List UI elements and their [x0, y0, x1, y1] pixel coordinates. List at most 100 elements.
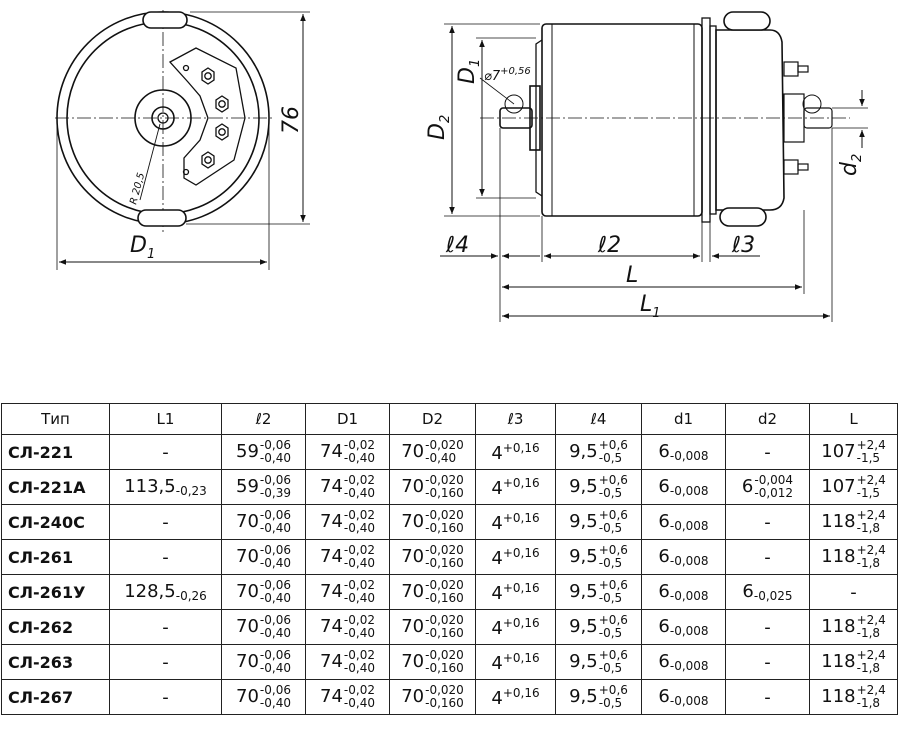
cell-L: 107+2,4-1,5	[809, 434, 898, 470]
tolerance-lower: -0,5	[598, 556, 623, 570]
front-shaft-side	[499, 107, 533, 129]
tolerance-lower: -0,40	[343, 626, 375, 640]
tolerance: -0,020-0,160	[425, 579, 464, 605]
cell-L1: -	[109, 609, 222, 645]
tolerance: -0,06-0,40	[260, 439, 291, 465]
cell-value: 118	[821, 616, 856, 637]
cell-d1: 6-0,008	[641, 609, 726, 645]
tolerance-upper: +2,4	[856, 648, 886, 662]
tolerance: -0,06-0,40	[260, 614, 291, 640]
cell-l3: 4+0,16	[475, 609, 556, 645]
tolerance-lower: -0,5	[598, 451, 623, 465]
rear-ring-1	[701, 17, 711, 223]
tolerance-lower: -0,5	[598, 626, 623, 640]
cell-L1: -	[109, 679, 222, 715]
cell-D2: 70-0,020-0,160	[389, 574, 476, 610]
tolerance-sup: +0,16	[502, 650, 540, 665]
cell-l3: 4+0,16	[475, 539, 556, 575]
cell-d2: 6-0,004-0,012	[725, 469, 810, 505]
cell-value: 70	[236, 546, 259, 567]
front-top-clamp	[142, 11, 188, 29]
tolerance-sup: +0,16	[502, 440, 540, 455]
cell-value: -	[162, 441, 169, 463]
tolerance-upper: -0,06	[259, 473, 291, 487]
cell-value: 6	[658, 546, 670, 567]
cell-type: СЛ-267	[1, 679, 110, 715]
cell-value: 59	[236, 441, 259, 462]
cell-value: -	[850, 581, 857, 603]
cell-l3: 4+0,16	[475, 504, 556, 540]
cell-type: СЛ-261У	[1, 574, 110, 610]
front-boss	[529, 85, 541, 151]
cell-D2: 70-0,020-0,40	[389, 434, 476, 470]
cell-value: 4	[491, 477, 503, 499]
cell-l3: 4+0,16	[475, 574, 556, 610]
cell-D2: 70-0,020-0,160	[389, 469, 476, 505]
cell-l2: 59-0,06-0,39	[221, 469, 306, 505]
tolerance-upper: -0,02	[343, 508, 375, 522]
cell-L1: -	[109, 434, 222, 470]
cell-value: 4	[491, 687, 503, 709]
cell-value: 74	[320, 511, 343, 532]
side-view	[440, 11, 868, 322]
terminal-nuts	[182, 64, 229, 176]
cell-l3: 4+0,16	[475, 469, 556, 505]
cell-L: -	[809, 574, 898, 610]
cell-D2: 70-0,020-0,160	[389, 504, 476, 540]
tolerance-upper: -0,02	[343, 578, 375, 592]
tolerance-lower: -0,39	[259, 486, 291, 500]
tolerance: -0,02-0,40	[344, 614, 375, 640]
cell-value: 6	[658, 476, 670, 497]
tolerance: -0,020-0,160	[425, 684, 464, 710]
cell-type: СЛ-221А	[1, 469, 110, 505]
cell-value: 70	[401, 476, 425, 497]
tolerance-lower: -0,5	[598, 661, 623, 675]
tolerance: -0,06-0,40	[260, 544, 291, 570]
tolerance-lower: -0,160	[425, 696, 464, 710]
cell-value: 6	[658, 686, 670, 707]
cell-l3: 4+0,16	[475, 644, 556, 680]
cell-L: 118+2,4-1,8	[809, 609, 898, 645]
tolerance-upper: +0,6	[598, 438, 628, 452]
tolerance-sup: +0,16	[502, 545, 540, 560]
cell-d1: 6-0,008	[641, 469, 726, 505]
tolerance-lower: -1,8	[856, 521, 881, 535]
cell-value: 6	[658, 616, 670, 637]
tolerance-upper: +0,6	[598, 473, 628, 487]
tolerance-upper: -0,02	[343, 543, 375, 557]
cell-value: -	[162, 546, 169, 568]
header-L: L	[809, 403, 898, 435]
cell-d2: -	[725, 539, 810, 575]
tolerance-upper: +2,4	[856, 543, 886, 557]
cell-l4: 9,5+0,6-0,5	[555, 434, 642, 470]
cell-value: 4	[491, 547, 503, 569]
front-bottom-clamp	[137, 209, 187, 227]
tolerance: -0,02-0,40	[344, 474, 375, 500]
rear-ring-2	[709, 25, 717, 215]
side-bottom-clamp	[719, 207, 767, 227]
cell-l4: 9,5+0,6-0,5	[555, 679, 642, 715]
tolerance: -0,06-0,40	[260, 649, 291, 675]
tolerance-upper: -0,06	[259, 578, 291, 592]
motor-technical-drawing: D1 76 R 20,5	[55, 10, 868, 322]
cell-value: 6	[658, 651, 670, 672]
tolerance-sub: -0,008	[669, 589, 709, 603]
label-l4: ℓ4	[445, 233, 469, 258]
cell-value: 59	[236, 476, 259, 497]
tolerance-lower: -0,40	[259, 556, 291, 570]
tolerance-upper: +0,6	[598, 648, 628, 662]
cell-D1: 74-0,02-0,40	[305, 574, 390, 610]
cell-D2: 70-0,020-0,160	[389, 644, 476, 680]
cell-value: -	[162, 511, 169, 533]
tolerance: -0,004-0,012	[754, 474, 793, 500]
cell-type: СЛ-261	[1, 539, 110, 575]
cell-value: 70	[236, 651, 259, 672]
cell-type: СЛ-240С	[1, 504, 110, 540]
tolerance: -0,020-0,160	[425, 614, 464, 640]
cell-value: 74	[320, 616, 343, 637]
cell-L: 118+2,4-1,8	[809, 679, 898, 715]
